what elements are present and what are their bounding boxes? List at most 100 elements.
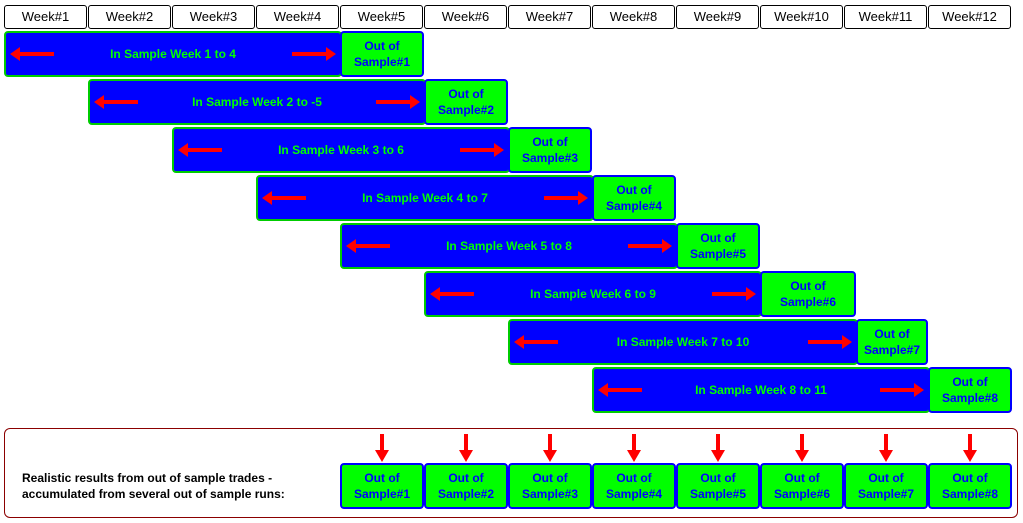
out-of-sample-box-2: Out of Sample#2 — [424, 79, 508, 125]
arrow-down-icon — [879, 434, 893, 462]
arrow-right-icon — [544, 191, 588, 205]
oos-line1: Out of — [448, 87, 484, 101]
in-sample-label: In Sample Week 7 to 10 — [616, 335, 750, 349]
accumulated-oos-box-7: Out of Sample#7 — [844, 463, 928, 509]
arrow-left-icon — [94, 95, 138, 109]
oos-line2: Sample#7 — [863, 343, 921, 357]
week-header-9: Week#9 — [676, 5, 759, 29]
oos-line1: Out of — [364, 471, 400, 485]
accumulated-oos-box-4: Out of Sample#4 — [592, 463, 676, 509]
arrow-left-icon — [430, 287, 474, 301]
oos-line2: Sample#3 — [521, 487, 579, 501]
summary-line-1: Realistic results from out of sample tra… — [22, 471, 273, 485]
oos-line1: Out of — [952, 375, 988, 389]
out-of-sample-box-6: Out of Sample#6 — [760, 271, 856, 317]
in-sample-label: In Sample Week 8 to 11 — [695, 383, 827, 397]
arrow-down-icon — [795, 434, 809, 462]
in-sample-bar-3: In Sample Week 3 to 6 — [172, 127, 510, 173]
oos-line1: Out of — [784, 471, 820, 485]
arrow-left-icon — [10, 47, 54, 61]
in-sample-bar-6: In Sample Week 6 to 9 — [424, 271, 762, 317]
in-sample-bar-8: In Sample Week 8 to 11 — [592, 367, 930, 413]
week-header-2: Week#2 — [88, 5, 171, 29]
out-of-sample-box-3: Out of Sample#3 — [508, 127, 592, 173]
out-of-sample-box-4: Out of Sample#4 — [592, 175, 676, 221]
out-of-sample-box-7: Out of Sample#7 — [856, 319, 928, 365]
week-header-12: Week#12 — [928, 5, 1011, 29]
oos-line1: Out of — [616, 183, 652, 197]
oos-line1: Out of — [700, 231, 736, 245]
arrow-left-icon — [346, 239, 390, 253]
oos-line1: Out of — [532, 471, 568, 485]
arrow-right-icon — [712, 287, 756, 301]
oos-line2: Sample#5 — [689, 247, 747, 261]
in-sample-label: In Sample Week 2 to -5 — [192, 95, 322, 109]
accumulated-oos-box-2: Out of Sample#2 — [424, 463, 508, 509]
arrow-down-icon — [711, 434, 725, 462]
out-of-sample-box-1: Out of Sample#1 — [340, 31, 424, 77]
arrow-right-icon — [880, 383, 924, 397]
oos-line2: Sample#4 — [605, 487, 663, 501]
in-sample-bar-1: In Sample Week 1 to 4 — [4, 31, 342, 77]
in-sample-label: In Sample Week 6 to 9 — [530, 287, 656, 301]
in-sample-label: In Sample Week 4 to 7 — [362, 191, 488, 205]
week-header-8: Week#8 — [592, 5, 675, 29]
week-header-3: Week#3 — [172, 5, 255, 29]
accumulated-oos-box-8: Out of Sample#8 — [928, 463, 1012, 509]
accumulated-oos-box-5: Out of Sample#5 — [676, 463, 760, 509]
oos-line1: Out of — [952, 471, 988, 485]
week-header-7: Week#7 — [508, 5, 591, 29]
arrow-down-icon — [459, 434, 473, 462]
arrow-right-icon — [460, 143, 504, 157]
oos-line1: Out of — [364, 39, 400, 53]
oos-line1: Out of — [616, 471, 652, 485]
in-sample-bar-5: In Sample Week 5 to 8 — [340, 223, 678, 269]
arrow-right-icon — [628, 239, 672, 253]
arrow-down-icon — [543, 434, 557, 462]
oos-line2: Sample#1 — [353, 487, 411, 501]
oos-line2: Sample#6 — [779, 295, 837, 309]
arrow-right-icon — [376, 95, 420, 109]
summary-description: Realistic results from out of sample tra… — [22, 470, 322, 502]
arrow-left-icon — [598, 383, 642, 397]
oos-line2: Sample#8 — [941, 487, 999, 501]
oos-line2: Sample#4 — [605, 199, 663, 213]
oos-line1: Out of — [448, 471, 484, 485]
oos-line2: Sample#6 — [773, 487, 831, 501]
accumulated-oos-box-3: Out of Sample#3 — [508, 463, 592, 509]
summary-line-2: accumulated from several out of sample r… — [22, 487, 285, 501]
week-header-4: Week#4 — [256, 5, 339, 29]
accumulated-oos-box-1: Out of Sample#1 — [340, 463, 424, 509]
arrow-left-icon — [178, 143, 222, 157]
out-of-sample-box-8: Out of Sample#8 — [928, 367, 1012, 413]
oos-line2: Sample#8 — [941, 391, 999, 405]
week-header-6: Week#6 — [424, 5, 507, 29]
oos-line1: Out of — [790, 279, 826, 293]
week-header-11: Week#11 — [844, 5, 927, 29]
arrow-right-icon — [292, 47, 336, 61]
in-sample-bar-2: In Sample Week 2 to -5 — [88, 79, 426, 125]
in-sample-bar-7: In Sample Week 7 to 10 — [508, 319, 858, 365]
arrow-left-icon — [514, 335, 558, 349]
arrow-down-icon — [375, 434, 389, 462]
oos-line2: Sample#5 — [689, 487, 747, 501]
oos-line1: Out of — [874, 327, 910, 341]
week-header-5: Week#5 — [340, 5, 423, 29]
oos-line2: Sample#2 — [437, 103, 495, 117]
out-of-sample-box-5: Out of Sample#5 — [676, 223, 760, 269]
in-sample-label: In Sample Week 5 to 8 — [446, 239, 572, 253]
in-sample-bar-4: In Sample Week 4 to 7 — [256, 175, 594, 221]
oos-line2: Sample#2 — [437, 487, 495, 501]
arrow-down-icon — [627, 434, 641, 462]
in-sample-label: In Sample Week 1 to 4 — [110, 47, 236, 61]
arrow-left-icon — [262, 191, 306, 205]
oos-line1: Out of — [700, 471, 736, 485]
oos-line1: Out of — [868, 471, 904, 485]
accumulated-oos-box-6: Out of Sample#6 — [760, 463, 844, 509]
arrow-down-icon — [963, 434, 977, 462]
oos-line2: Sample#1 — [353, 55, 411, 69]
week-header-10: Week#10 — [760, 5, 843, 29]
week-header-1: Week#1 — [4, 5, 87, 29]
in-sample-label: In Sample Week 3 to 6 — [278, 143, 404, 157]
oos-line1: Out of — [532, 135, 568, 149]
